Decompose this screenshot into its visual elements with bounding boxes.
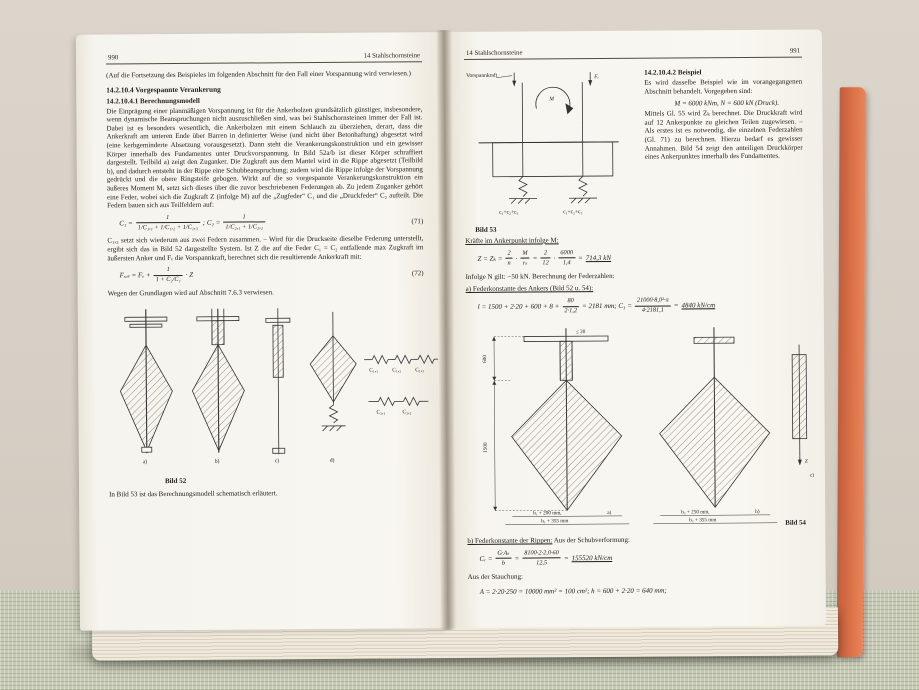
bild52-spring-chain	[364, 353, 439, 406]
bild54-dim-a2: b₁ + 355 mm	[541, 518, 568, 524]
section-heading: 14.2.10.4 Vorgespannte Verankerung	[106, 84, 221, 95]
bild54-label-a: a)	[607, 509, 611, 516]
closing-sentence: In Bild 53 ist das Berechnungsmodell sch…	[109, 488, 278, 498]
bild53-figure: Vorspannkraft Fᵥ M c₁+c₂+c₃ c₁+c₂+c₃	[466, 72, 619, 216]
formula-compression: A = 2·20·250 = 10000 mm² = 100 cm²; h = …	[479, 586, 667, 597]
bild54-dim-600: 600	[482, 355, 488, 363]
header-rule	[106, 61, 423, 65]
vorspannkraft-label: Vorspannkraft	[466, 72, 498, 79]
bild52-label-a: a)	[143, 458, 147, 465]
moment-label: M	[548, 96, 554, 102]
bild54-dim-20: ≤ 20	[576, 329, 586, 335]
left-page: 990 14 Stahlschornsteine (Auf die Fortse…	[75, 32, 449, 631]
compression-heading: Aus der Stauchung:	[467, 572, 523, 581]
right-anchor-bolt	[581, 82, 584, 177]
left-page-number: 990	[108, 54, 119, 62]
bild52-label-c13: C₁,₃	[415, 367, 424, 373]
bild52-figure-area: a) b) c) d) C₁,₁ C₁,₂ C₁,₃ C₂,₁ C₂,₂	[108, 301, 439, 474]
book-cover-edge	[836, 87, 866, 658]
bild54-label-b: b)	[755, 508, 760, 515]
bild52-fig-b	[191, 308, 245, 453]
bild54-figure-area: ≤ 20 600 1500 b₁ + 200 mm, a) b₁ + 355 m…	[466, 319, 814, 534]
bild54-dim-b1: b₂ + 250 mm,	[681, 509, 709, 515]
given-values: M = 6000 kNm, N = 600 kN (Druck).	[674, 98, 780, 108]
bild52-label-c: c)	[275, 457, 279, 464]
bild52-label-b: b)	[215, 457, 220, 464]
bild53-caption: Bild 53	[475, 225, 497, 234]
bild52-fig-d	[309, 311, 357, 431]
forces-heading: Kräfte im Ankerpunkt infolge M:	[465, 236, 559, 245]
bild52-fig-a	[119, 308, 173, 453]
bild54-dim-b2: b₂ + 355 mm	[689, 517, 716, 523]
foundation-body	[492, 141, 614, 178]
bild54-label-c: c)	[810, 472, 814, 479]
intro-note: (Auf die Fortsetzung des Beispieles im f…	[106, 69, 411, 80]
bild52-label-c21: C₂,₁	[376, 409, 385, 415]
subsection-heading: 14.2.10.4.1 Berechnungsmodell	[106, 96, 200, 106]
moment-arc	[535, 86, 571, 109]
springs-left-label: c₁+c₂+c₃	[499, 210, 518, 216]
bild54-dim-1500: 1500	[483, 442, 489, 453]
right-page-number: 991	[789, 47, 801, 55]
bild52-fig-c	[265, 307, 291, 454]
spring-left	[518, 176, 528, 197]
bild54-fig-c	[791, 344, 808, 466]
springs-paragraph: C₁,₃ setzt sich wiederum aus zwei Federn…	[107, 234, 424, 263]
bild54-figure: ≤ 20 600 1500 b₁ + 200 mm, a) b₁ + 355 m…	[482, 327, 814, 527]
example-heading: 14.2.10.4.2 Beispiel	[644, 68, 702, 77]
example-paragraph-2: Mittels Gl. 55 wird Zₖ berechnet. Die Dr…	[644, 108, 803, 161]
reference-note: Wegen der Grundlagen wird auf Abschnitt …	[107, 288, 274, 298]
ribs-heading: b) Federkonstante der Rippen: Aus der Sc…	[467, 535, 805, 546]
n-note: Infolge N gilt: −50 kN. Berechnung der F…	[465, 271, 615, 281]
bild52-label-d: d)	[330, 456, 335, 463]
bild52-label-c11: C₁,₁	[369, 367, 378, 373]
bild52-caption: Bild 52	[164, 476, 187, 485]
header-rule	[464, 56, 803, 60]
spring-right	[578, 175, 588, 197]
springs-right-label: c₁+c₂+c₃	[563, 209, 582, 215]
left-anchor-bolt	[521, 82, 524, 177]
bild54-fig-b	[653, 327, 778, 524]
right-page-header: 14 Stahlschornsteine 991	[464, 48, 802, 57]
ribs-heading-underlined: b) Federkonstante der Rippen:	[467, 536, 553, 545]
fv-label: Fᵥ	[593, 74, 599, 80]
bild54-z-label: Z	[805, 459, 808, 465]
bild52-figure: a) b) c) d) C₁,₁ C₁,₂ C₁,₃ C₂,₁ C₂,₂	[119, 307, 439, 465]
anchor-heading: a) Federkonstante des Ankers (Bild 52 u.…	[465, 284, 594, 294]
bild52-label-c12: C₁,₂	[392, 367, 401, 373]
ribs-heading-rest: Aus der Schubverformung:	[553, 535, 630, 545]
left-page-header: 990 14 Stahlschornsteine	[106, 52, 422, 61]
left-running-header: 14 Stahlschornsteine	[363, 52, 421, 60]
bild54-fig-a	[492, 328, 630, 525]
model-paragraph: Die Einprägung einer planmäßigen Vorspan…	[106, 104, 424, 210]
right-page: 14 Stahlschornsteine 991	[443, 29, 827, 629]
example-paragraph-1: Es wird dasselbe Beispiel wie im vorange…	[644, 77, 803, 96]
bild53-column: Vorspannkraft Fᵥ M c₁+c₂+c₃ c₁+c₂+c₃ Bil…	[464, 66, 637, 234]
example-column: 14.2.10.4.2 Beispiel Es wird dasselbe Be…	[644, 65, 803, 233]
right-running-header: 14 Stahlschornsteine	[465, 49, 523, 57]
open-book: 990 14 Stahlschornsteine (Auf die Fortse…	[56, 9, 867, 667]
bild54-caption: Bild 54	[785, 520, 806, 527]
bild52-label-c22: C₂,₂	[402, 409, 411, 415]
bild54-dim-a1: b₁ + 200 mm,	[533, 510, 561, 516]
